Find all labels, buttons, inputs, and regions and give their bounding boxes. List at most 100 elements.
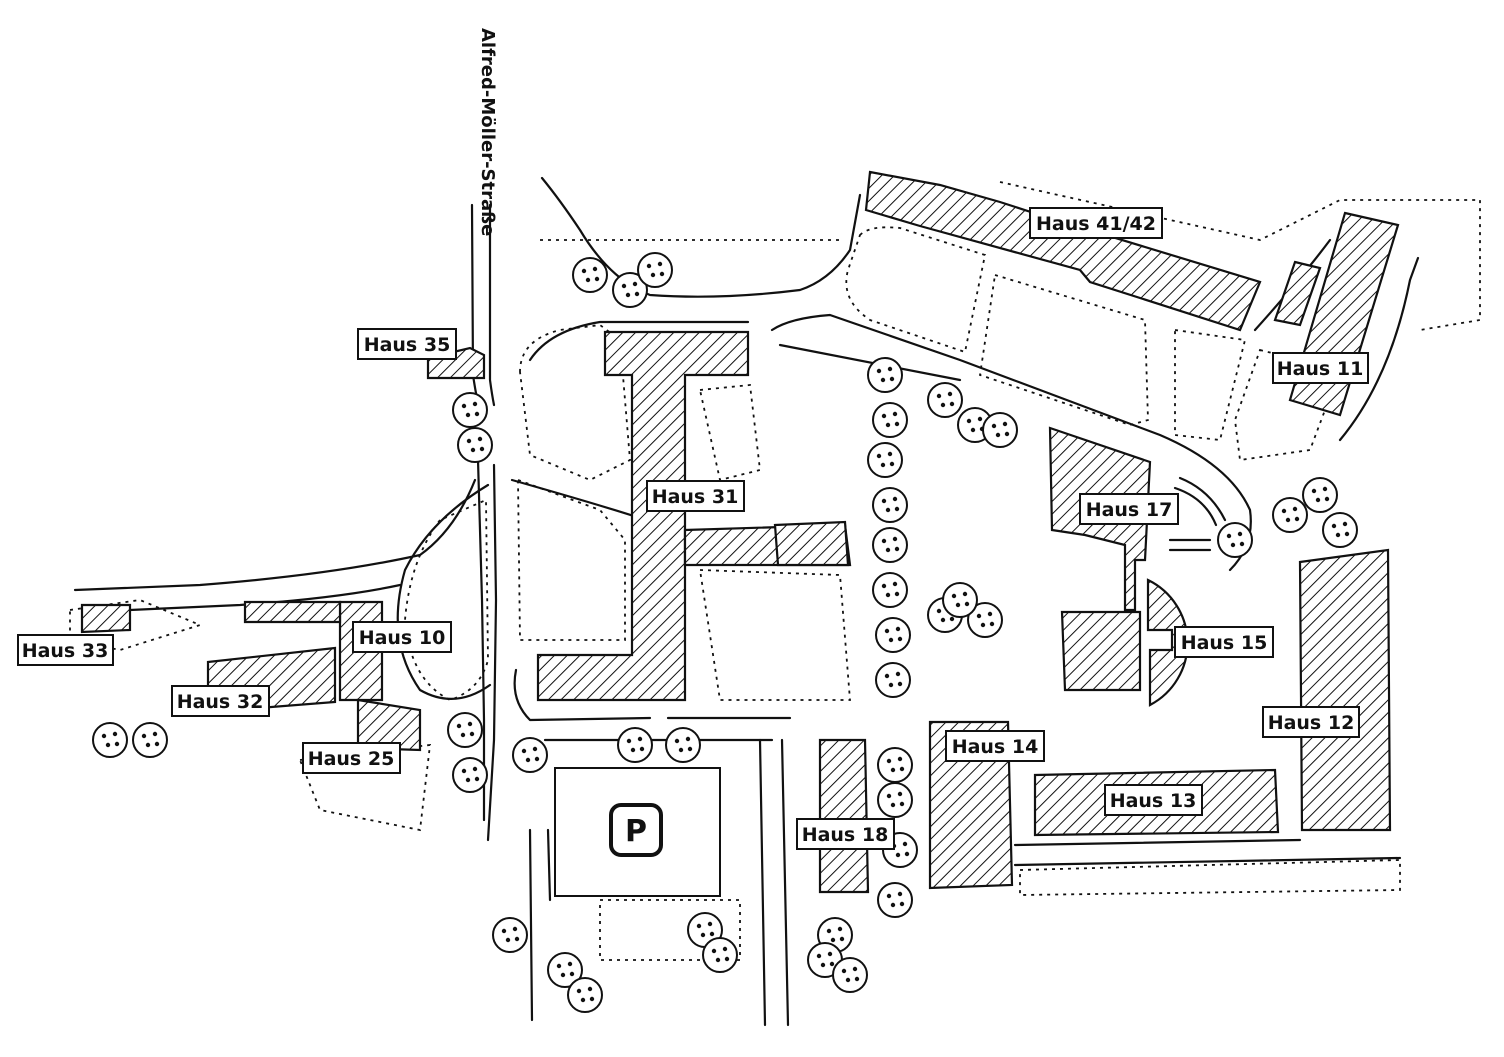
label-haus-32[interactable]: Haus 32: [171, 685, 270, 717]
label-haus-31[interactable]: Haus 31: [646, 480, 745, 512]
tree-detail: [474, 411, 480, 417]
svg-text:Haus 32: Haus 32: [177, 691, 264, 713]
tree-detail: [880, 377, 886, 383]
tree-detail: [881, 538, 887, 544]
tree-detail: [696, 923, 702, 929]
tree-detail: [576, 988, 582, 994]
tree-detail: [881, 498, 887, 504]
tree-detail: [1294, 516, 1300, 522]
label-haus-15[interactable]: Haus 15: [1174, 626, 1274, 658]
tree-icon: [617, 727, 653, 763]
tree-detail: [892, 411, 898, 417]
tree-icon: [567, 977, 603, 1013]
parking-symbol: P: [625, 814, 647, 849]
label-haus-17[interactable]: Haus 17: [1079, 493, 1179, 525]
tree-detail: [634, 291, 640, 297]
tree-detail: [884, 628, 890, 634]
tree-icon: [457, 427, 493, 463]
street-name-label: Alfred-Möller-Straße: [477, 28, 498, 236]
building-haus-11: [1288, 211, 1400, 417]
tree-detail: [514, 936, 520, 942]
tree-detail: [152, 731, 158, 737]
label-haus-13[interactable]: Haus 13: [1104, 784, 1203, 816]
tree-icon: [967, 602, 1003, 638]
tree-detail: [465, 777, 471, 783]
tree-detail: [976, 613, 982, 619]
tree-detail: [685, 736, 691, 742]
label-haus-10[interactable]: Haus 10: [352, 621, 452, 653]
tree-detail: [1281, 508, 1287, 514]
tree-detail: [949, 616, 955, 622]
building-haus-31: [536, 330, 750, 702]
label-haus-25[interactable]: Haus 25: [302, 742, 401, 774]
tree-detail: [966, 418, 972, 424]
tree-detail: [888, 637, 894, 643]
tree-detail: [625, 292, 631, 298]
tree-detail: [827, 951, 833, 957]
tree-detail: [678, 747, 684, 753]
tree-icon: [452, 757, 488, 793]
tree-detail: [479, 446, 485, 452]
tree-detail: [657, 261, 663, 267]
label-haus-14[interactable]: Haus 14: [945, 730, 1045, 762]
tree-detail: [460, 732, 466, 738]
tree-icon: [1322, 512, 1358, 548]
tree-detail: [887, 366, 893, 372]
tree-detail: [899, 801, 905, 807]
tree-detail: [592, 266, 598, 272]
tree-detail: [456, 723, 462, 729]
tree-detail: [1331, 523, 1337, 529]
tree-detail: [101, 733, 107, 739]
label-haus-12[interactable]: Haus 12: [1262, 706, 1360, 738]
tree-detail: [880, 462, 886, 468]
tree-detail: [461, 403, 467, 409]
tree-detail: [839, 936, 845, 942]
tree-icon: [877, 747, 913, 783]
tree-detail: [560, 972, 566, 978]
tree-detail: [885, 422, 891, 428]
label-haus-33[interactable]: Haus 33: [17, 634, 114, 666]
tree-detail: [1004, 431, 1010, 437]
tree-detail: [1226, 533, 1232, 539]
tree-detail: [154, 741, 160, 747]
tree-detail: [980, 622, 986, 628]
building-haus-18: [818, 738, 870, 894]
tree-icon: [942, 582, 978, 618]
tree-detail: [501, 928, 507, 934]
tree-detail: [532, 746, 538, 752]
tree-detail: [892, 496, 898, 502]
svg-text:Haus 31: Haus 31: [652, 486, 739, 508]
tree-icon: [927, 382, 963, 418]
svg-text:Haus 10: Haus 10: [359, 627, 446, 649]
svg-text:Haus 11: Haus 11: [1277, 358, 1364, 380]
building-haus-10-north: [243, 600, 342, 624]
tree-icon: [875, 617, 911, 653]
label-haus-35[interactable]: Haus 35: [357, 328, 457, 360]
tree-detail: [472, 766, 478, 772]
tree-detail: [885, 592, 891, 598]
tree-icon: [867, 442, 903, 478]
label-haus-11[interactable]: Haus 11: [1272, 352, 1369, 384]
label-haus-41-42[interactable]: Haus 41/42: [1029, 207, 1163, 239]
building-haus-25: [356, 698, 422, 752]
label-haus-18[interactable]: Haus 18: [796, 818, 895, 850]
buildings: [80, 170, 1400, 894]
tree-detail: [989, 621, 995, 627]
tree-detail: [829, 961, 835, 967]
tree-detail: [899, 901, 905, 907]
tree-detail: [949, 401, 955, 407]
tree-detail: [890, 767, 896, 773]
tree-detail: [105, 742, 111, 748]
tree-detail: [897, 791, 903, 797]
tree-detail: [145, 742, 151, 748]
tree-detail: [841, 968, 847, 974]
tree-detail: [556, 963, 562, 969]
tree-detail: [884, 673, 890, 679]
tree-detail: [724, 956, 730, 962]
tree-detail: [512, 926, 518, 932]
tree-icon: [132, 722, 168, 758]
svg-text:Haus 12: Haus 12: [1268, 712, 1355, 734]
tree-detail: [889, 461, 895, 467]
tree-detail: [1285, 517, 1291, 523]
tree-detail: [888, 682, 894, 688]
